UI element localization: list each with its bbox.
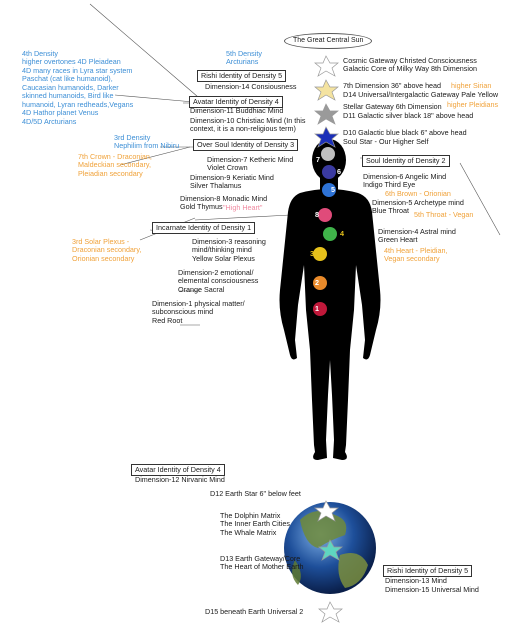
- d15-label: D15 beneath Earth Universal 2: [205, 607, 304, 616]
- crown-7-races: 7th Crown - Draconian, Maldeckian second…: [78, 152, 152, 178]
- chakra-number-3: 3: [310, 249, 314, 258]
- d14-label: D14 Universal/Intergalactic Gateway Pale…: [343, 90, 499, 99]
- d10-label: D10 Galactic blue black 6" above head: [343, 128, 467, 137]
- density-4-block: 4th Density higher overtones 4D Pleiadea…: [22, 49, 134, 126]
- density-4-line: Caucasian humanoids, Darker: [22, 82, 119, 92]
- over-soul-identity-3-box: Over Soul Identity of Density 3: [193, 139, 299, 152]
- earth-gateway-star: [318, 539, 343, 561]
- stellar-gateway-label: Stellar Gateway 6th Dimension: [343, 102, 442, 111]
- solar-plexus-chakra: [313, 247, 327, 261]
- dimension-4-label: Dimension-4 Astral mind Green Heart: [378, 227, 456, 245]
- higher-sirian-label: higher Sirian: [451, 81, 492, 90]
- solar-3-races: 3rd Solar Plexus - Draconian secondary, …: [72, 237, 142, 263]
- density-4-line: humanoid, Lyran redheads,Vegans: [22, 99, 134, 109]
- dimension-14-label: Dimension-14 Consiousness: [205, 82, 297, 91]
- throat-5-race-label: 5th Throat - Vegan: [414, 210, 474, 219]
- throat-chakra: [322, 183, 336, 197]
- incarnate-identity-1-box: Incarnate Identity of Density 1: [152, 222, 256, 235]
- brow-6-race-label: 6th Brown - Orionian: [385, 189, 451, 198]
- chakra-number-1: 1: [315, 304, 319, 313]
- dimension-1-label: Dimension-1 physical matter/ subconsciou…: [152, 299, 245, 325]
- soul-identity-2-box: Soul Identity of Density 2: [362, 155, 450, 168]
- density-5-label: 5th Density Arcturians: [226, 49, 262, 67]
- heart-4-races: 4th Heart - Pleidian, Vegan secondary: [384, 246, 448, 264]
- crown-chakra: [321, 147, 335, 161]
- dimension-5-label: Dimension-5 Archetype mind Blue Throat: [372, 198, 464, 216]
- d13-label: D13 Earth Gateway/Core The Heart of Moth…: [220, 554, 304, 572]
- density-4-line: 4th Density: [22, 49, 58, 58]
- density-4-line: Paschat (cat like humanoid),: [22, 74, 113, 84]
- chakra-number-8: 8: [315, 210, 319, 219]
- dimension-3-label: Dimension-3 reasoning mind/thinking mind…: [192, 237, 266, 263]
- sacral-chakra: [313, 276, 327, 290]
- chakra-number-2: 2: [315, 278, 319, 287]
- dimension-6-label: Dimension-6 Angelic Mind Indigo Third Ey…: [363, 172, 447, 190]
- density-4-line: 4D/5D Arcturians: [22, 116, 77, 126]
- rishi-identity-5-bottom-box: Rishi Identity of Density 5: [383, 565, 473, 578]
- seventh-dimension-star: [314, 79, 339, 101]
- dimension-12-label: Dimension-12 Nirvanic Mind: [135, 475, 225, 484]
- dimension-8-label: Dimension-8 Monadic Mind Gold Thymus: [180, 194, 268, 212]
- earth-star: [314, 500, 339, 522]
- universal-star: [318, 601, 343, 623]
- soul-star: [314, 126, 339, 148]
- avatar-identity-4-box: Avatar Identity of Density 4: [189, 96, 283, 109]
- thymus-chakra: [318, 208, 332, 222]
- dimension-9-label: Dimension-9 Keriatic Mind Silver Thalamu…: [190, 173, 274, 191]
- higher-pleiadians-label: higher Pleidians: [447, 100, 499, 109]
- dimension-2-label: Dimension-2 emotional/ elemental conscio…: [178, 268, 259, 294]
- d12-label: D12 Earth Star 6" below feet: [210, 489, 301, 498]
- cosmic-gateway-label: Cosmic Gateway Christed Consciousness Ga…: [343, 56, 477, 74]
- density-4-line: 4D Hathor planet Venus: [22, 108, 99, 118]
- dimension-11-label: Dimension-11 Buddhiac Mind: [190, 106, 284, 115]
- dimension-10-label: Dimension-10 Christiac Mind (In this con…: [190, 116, 306, 134]
- chakra-number-5: 5: [331, 185, 335, 194]
- matrix-labels: The Dolphin Matrix The Inner Earth Citie…: [220, 511, 290, 537]
- dimension-15-label: Dimension-15 Universal Mind: [385, 585, 479, 594]
- rishi-identity-5-box: Rishi Identity of Density 5: [197, 70, 287, 83]
- root-chakra: [313, 302, 327, 316]
- density-4-line: higher overtones 4D Pleiadean: [22, 57, 121, 67]
- dimension-13-label: Dimension-13 Mind: [385, 576, 447, 585]
- great-central-sun-label: The Great Central Sun: [284, 33, 373, 50]
- chakra-number-4: 4: [340, 229, 344, 238]
- cosmic-gateway-star: [314, 55, 339, 77]
- chakra-number-6: 6: [337, 167, 341, 176]
- soul-star-label: Soul Star - Our Higher Self: [343, 137, 429, 146]
- stellar-gateway-star: [314, 103, 339, 125]
- dimension-7-label: Dimension-7 Ketheric Mind Violet Crown: [207, 155, 294, 173]
- high-heart-label: "High Heart": [223, 203, 263, 212]
- avatar-identity-4-bottom-box: Avatar Identity of Density 4: [131, 464, 225, 477]
- chakra-number-7: 7: [316, 155, 320, 164]
- d11-label: D11 Galactic silver black 18" above head: [343, 111, 474, 120]
- density-4-line: 4D many races in Lyra star system: [22, 65, 133, 75]
- seventh-dimension-label: 7th Dimension 36" above head: [343, 81, 442, 90]
- density-4-line: skinned humanoids, Bird like: [22, 91, 114, 101]
- third-eye-chakra: [322, 165, 336, 179]
- heart-chakra: [323, 227, 337, 241]
- density-3-block: 3rd Density Nephilim from Nibiru: [114, 133, 180, 151]
